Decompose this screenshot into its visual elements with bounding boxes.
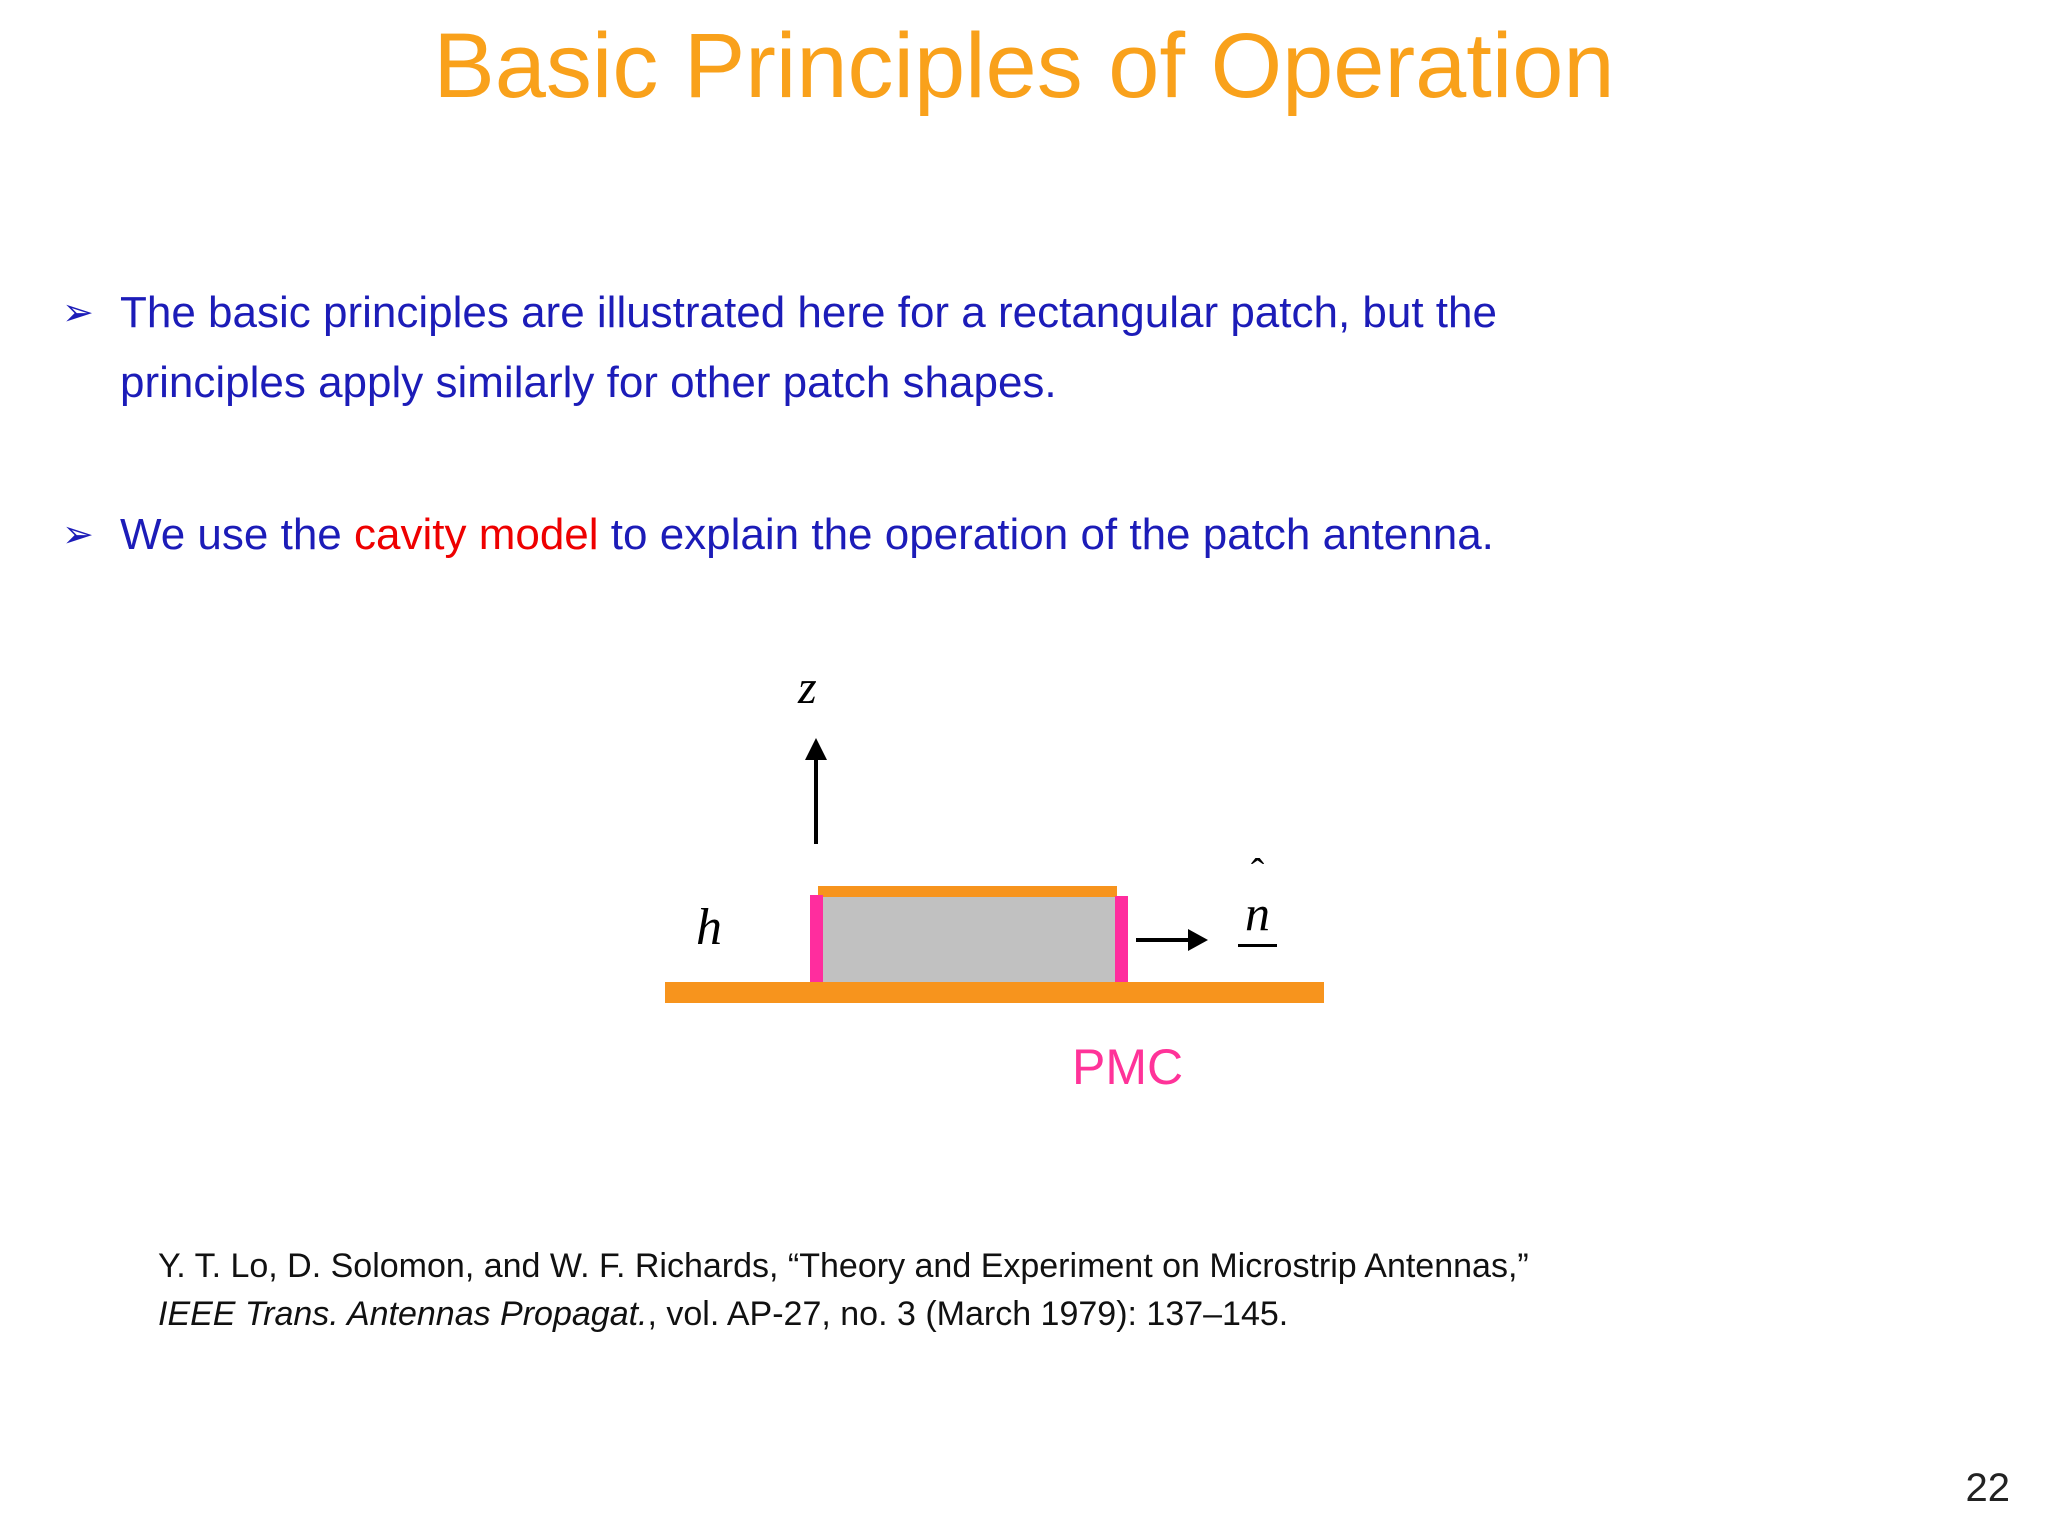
citation-line-2-rest: , vol. AP-27, no. 3 (March 1979): 137–14…: [647, 1295, 1289, 1333]
ground-plane-bar: [665, 982, 1324, 1003]
slide-title: Basic Principles of Operation: [433, 15, 1615, 117]
z-axis-arrowhead-icon: [805, 738, 827, 760]
bullet-point-2: ➢ We use the cavity model to explain the…: [62, 500, 1494, 570]
bullet-arrow-icon: ➢: [62, 514, 94, 556]
bullet-arrow-icon: ➢: [62, 292, 94, 334]
substrate-block: [823, 896, 1115, 982]
bullet-point-1: ➢ The basic principles are illustrated h…: [62, 278, 1497, 418]
bullet-2-text: We use the cavity model to explain the o…: [120, 500, 1494, 570]
bullet-2-highlight: cavity model: [354, 510, 599, 559]
patch-conductor-bar: [818, 886, 1117, 897]
n-character: n: [1238, 886, 1277, 947]
bullet-1-line-2: principles apply similarly for other pat…: [120, 358, 1057, 407]
height-label: h: [696, 899, 722, 956]
bullet-1-text: The basic principles are illustrated her…: [120, 278, 1497, 418]
normal-vector-arrowhead-icon: [1188, 929, 1208, 951]
page-number: 22: [1965, 1466, 2011, 1510]
citation-journal-italic: IEEE Trans. Antennas Propagat.: [158, 1295, 648, 1333]
z-axis-arrow: [814, 756, 818, 844]
bullet-2-prefix: We use the: [120, 510, 354, 559]
citation-line-1: Y. T. Lo, D. Solomon, and W. F. Richards…: [158, 1247, 1529, 1285]
pmc-label: PMC: [1072, 1039, 1184, 1095]
pmc-wall-left: [810, 895, 823, 982]
bullet-1-line-1: The basic principles are illustrated her…: [120, 288, 1497, 337]
bullet-2-suffix: to explain the operation of the patch an…: [598, 510, 1494, 559]
pmc-wall-right: [1115, 896, 1128, 982]
citation: Y. T. Lo, D. Solomon, and W. F. Richards…: [158, 1242, 1529, 1338]
normal-vector-arrow: [1136, 938, 1188, 942]
z-axis-label: z: [798, 661, 817, 714]
normal-vector-label: ˆ n: [1238, 850, 1277, 947]
hat-accent: ˆ: [1250, 850, 1265, 895]
